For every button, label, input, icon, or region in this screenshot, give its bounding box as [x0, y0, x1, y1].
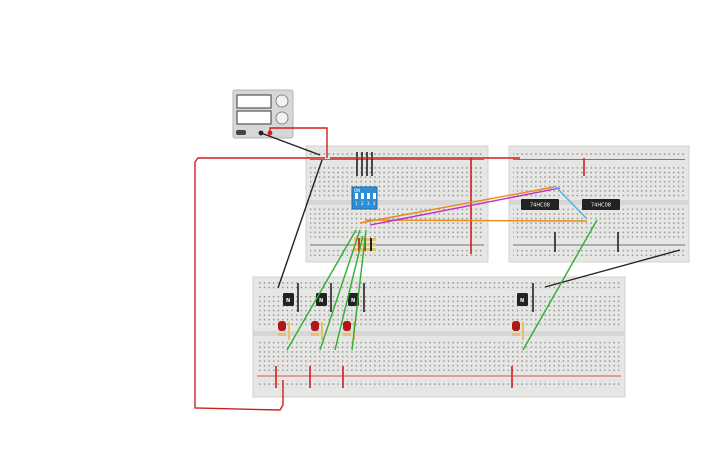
transistor-4-label: N: [520, 298, 524, 304]
wire-power-positive: [269, 127, 328, 158]
chip-74hc08-1[interactable]: 74HC08: [521, 199, 559, 210]
power-supply[interactable]: [232, 89, 294, 139]
wire-green-2: [319, 229, 361, 351]
wire-black-to-transistor: [277, 159, 323, 289]
wire-green-1: [286, 229, 357, 351]
current-display: [236, 110, 272, 125]
breadboard-bottom: [252, 276, 626, 398]
wires[interactable]: [194, 127, 681, 411]
dip-switch-pos-2: 2: [361, 201, 364, 206]
transistor-2[interactable]: N: [316, 293, 327, 306]
dip-switch-pos-4: 4: [373, 201, 376, 206]
wire-orange-2: [364, 219, 588, 222]
transistor-3[interactable]: N: [348, 293, 359, 306]
wire-magenta: [369, 187, 561, 226]
transistor-3-label: N: [351, 298, 355, 304]
chip-74hc08-2[interactable]: 74HC08: [582, 199, 620, 210]
power-switch[interactable]: [236, 130, 246, 135]
transistor-2-label: N: [319, 298, 323, 304]
wire-orange-1: [359, 186, 555, 224]
dip-switch-pos-1: 1: [355, 201, 358, 206]
wire-black-rail-right: [544, 249, 681, 288]
wire-cyan: [554, 185, 587, 219]
dip-switch-label: ON: [354, 188, 360, 193]
wire-green-3: [351, 229, 367, 351]
wire-green-4: [334, 235, 364, 351]
wire-green-5: [522, 219, 598, 351]
voltage-knob-icon[interactable]: [275, 94, 289, 108]
chip-2-label: 74HC08: [591, 203, 611, 209]
voltage-display: [236, 94, 272, 109]
current-knob-icon[interactable]: [275, 111, 289, 125]
wire-red-loop: [194, 157, 325, 411]
transistor-1-label: N: [286, 298, 290, 304]
transistor-4[interactable]: N: [517, 293, 528, 306]
led-2[interactable]: [311, 321, 323, 340]
led-1[interactable]: [278, 321, 290, 340]
dip-switch-pos-3: 3: [367, 201, 370, 206]
chip-1-label: 74HC08: [530, 203, 550, 209]
dip-switch[interactable]: ON 1 2 3 4: [351, 186, 378, 210]
wire-power-negative: [260, 132, 321, 156]
transistor-1[interactable]: N: [283, 293, 294, 306]
breadboard-top-left: [305, 145, 489, 263]
led-4[interactable]: [512, 321, 524, 340]
